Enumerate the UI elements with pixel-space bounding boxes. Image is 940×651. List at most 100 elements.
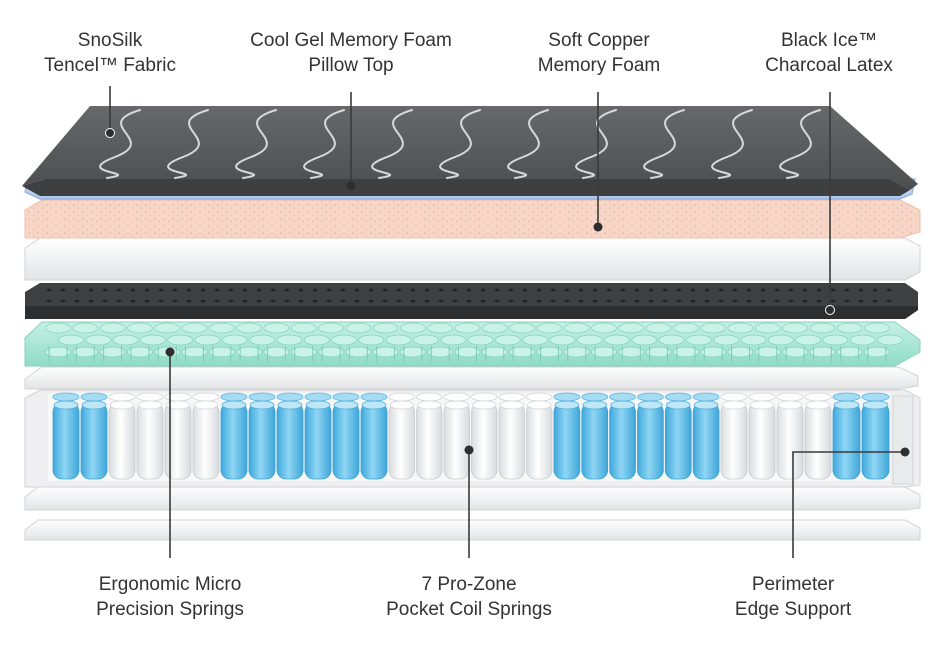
micro-spring bbox=[154, 322, 181, 334]
pocket-coil-top bbox=[109, 400, 135, 410]
micro-spring bbox=[318, 322, 344, 334]
callout-dot-cool-gel bbox=[346, 181, 356, 191]
micro-spring bbox=[549, 334, 576, 346]
pocket-coil-cap bbox=[192, 392, 220, 402]
pocket-coil bbox=[637, 402, 664, 480]
pocket-coil-top bbox=[721, 400, 747, 410]
pocket-coil-cap bbox=[692, 392, 720, 402]
micro-spring bbox=[427, 322, 454, 334]
micro-spring bbox=[522, 334, 548, 346]
pocket-coil bbox=[164, 402, 192, 480]
pocket-coil bbox=[443, 402, 470, 480]
label-line: Pillow Top bbox=[308, 55, 394, 76]
label-line: Memory Foam bbox=[537, 55, 661, 76]
pocket-coil-top bbox=[499, 400, 524, 410]
pocket-coil-cap bbox=[861, 392, 890, 402]
micro-spring bbox=[345, 346, 372, 358]
callout-dot-edge-support bbox=[900, 447, 910, 457]
pocket-coil bbox=[360, 402, 388, 480]
pocket-coil bbox=[498, 402, 525, 480]
callout-dot-snosilk bbox=[105, 128, 115, 138]
micro-spring bbox=[263, 322, 290, 334]
fabric-wave bbox=[507, 109, 549, 179]
label-line: Edge Support bbox=[734, 599, 852, 620]
micro-spring bbox=[700, 346, 727, 358]
pocket-coil bbox=[220, 402, 248, 480]
pocket-coil bbox=[136, 402, 164, 480]
pocket-coil-cap bbox=[416, 392, 443, 402]
fabric-wave-pattern bbox=[99, 109, 821, 179]
micro-spring bbox=[427, 346, 454, 358]
label-perimeter-edge-support: Perimeter Edge Support bbox=[735, 572, 851, 622]
pocket-coil bbox=[471, 402, 498, 480]
micro-spring bbox=[686, 334, 712, 346]
tencel-fabric-cover bbox=[22, 106, 918, 196]
micro-spring bbox=[494, 334, 521, 346]
pocket-coil-cap bbox=[804, 392, 832, 402]
label-cool-gel-memory-foam: Cool Gel Memory Foam Pillow Top bbox=[250, 28, 452, 78]
pocket-coil bbox=[664, 402, 692, 480]
label-soft-copper-memory-foam: Soft Copper Memory Foam bbox=[538, 28, 660, 78]
pocket-coil bbox=[416, 402, 443, 480]
pocket-coil-cap bbox=[498, 392, 525, 402]
fabric-wave bbox=[371, 109, 413, 179]
callout-dot-soft-copper bbox=[593, 222, 603, 232]
micro-spring bbox=[604, 334, 630, 346]
pocket-coil-cap bbox=[832, 392, 861, 402]
micro-spring bbox=[740, 334, 767, 346]
micro-spring bbox=[536, 346, 563, 358]
label-pro-zone-pocket-coils: 7 Pro-Zone Pocket Coil Springs bbox=[386, 572, 552, 622]
micro-spring bbox=[139, 334, 166, 346]
micro-spring bbox=[809, 346, 836, 358]
pocket-coil-top bbox=[444, 400, 469, 410]
pocket-coil-top bbox=[833, 400, 860, 410]
pocket-coil-cap bbox=[304, 392, 332, 402]
micro-spring bbox=[481, 346, 508, 358]
micro-spring bbox=[45, 322, 71, 334]
pocket-coil-top bbox=[53, 400, 79, 410]
label-snosilk-tencel-fabric: SnoSilk Tencel™ Fabric bbox=[44, 28, 176, 78]
pocket-coil-cap bbox=[164, 392, 192, 402]
micro-spring bbox=[673, 346, 699, 358]
pocket-coil-top bbox=[417, 400, 442, 410]
label-line: Soft Copper bbox=[548, 30, 650, 51]
micro-spring bbox=[412, 334, 439, 346]
label-line: Pocket Coil Springs bbox=[386, 599, 552, 620]
micro-spring bbox=[331, 334, 357, 346]
pocket-coil-top bbox=[582, 400, 608, 410]
pocket-coil bbox=[332, 402, 360, 480]
pocket-coil-cap bbox=[637, 392, 664, 402]
micro-spring bbox=[454, 346, 481, 358]
micro-spring bbox=[618, 346, 645, 358]
label-line: Cool Gel Memory Foam bbox=[250, 30, 452, 51]
fabric-wave bbox=[575, 109, 617, 179]
pocket-coil-top bbox=[665, 400, 691, 410]
fabric-wave bbox=[235, 109, 277, 179]
micro-spring bbox=[877, 334, 903, 346]
micro-spring bbox=[795, 334, 821, 346]
pocket-coil-cap bbox=[276, 392, 304, 402]
transition-foam-layer bbox=[24, 366, 919, 390]
micro-spring bbox=[318, 346, 344, 358]
callout-lines bbox=[109, 86, 905, 558]
pocket-coil-top bbox=[193, 400, 219, 410]
fabric-wave bbox=[779, 109, 821, 179]
pocket-coil-cap bbox=[108, 392, 136, 402]
micro-spring bbox=[181, 346, 208, 358]
pocket-coil-cap bbox=[52, 392, 80, 402]
micro-spring bbox=[563, 322, 590, 334]
pocket-coil-top bbox=[749, 400, 775, 410]
micro-spring bbox=[509, 346, 535, 358]
micro-spring bbox=[345, 322, 372, 334]
fabric-wave bbox=[99, 109, 141, 179]
micro-spring bbox=[727, 346, 754, 358]
pocket-coil-cap bbox=[332, 392, 360, 402]
pocket-coil-cap bbox=[220, 392, 248, 402]
pocket-coil-top bbox=[554, 400, 580, 410]
pocket-coil-cap bbox=[581, 392, 609, 402]
micro-spring bbox=[112, 334, 139, 346]
micro-spring bbox=[822, 334, 849, 346]
micro-spring bbox=[263, 346, 290, 358]
pocket-coil-frame bbox=[24, 389, 921, 488]
